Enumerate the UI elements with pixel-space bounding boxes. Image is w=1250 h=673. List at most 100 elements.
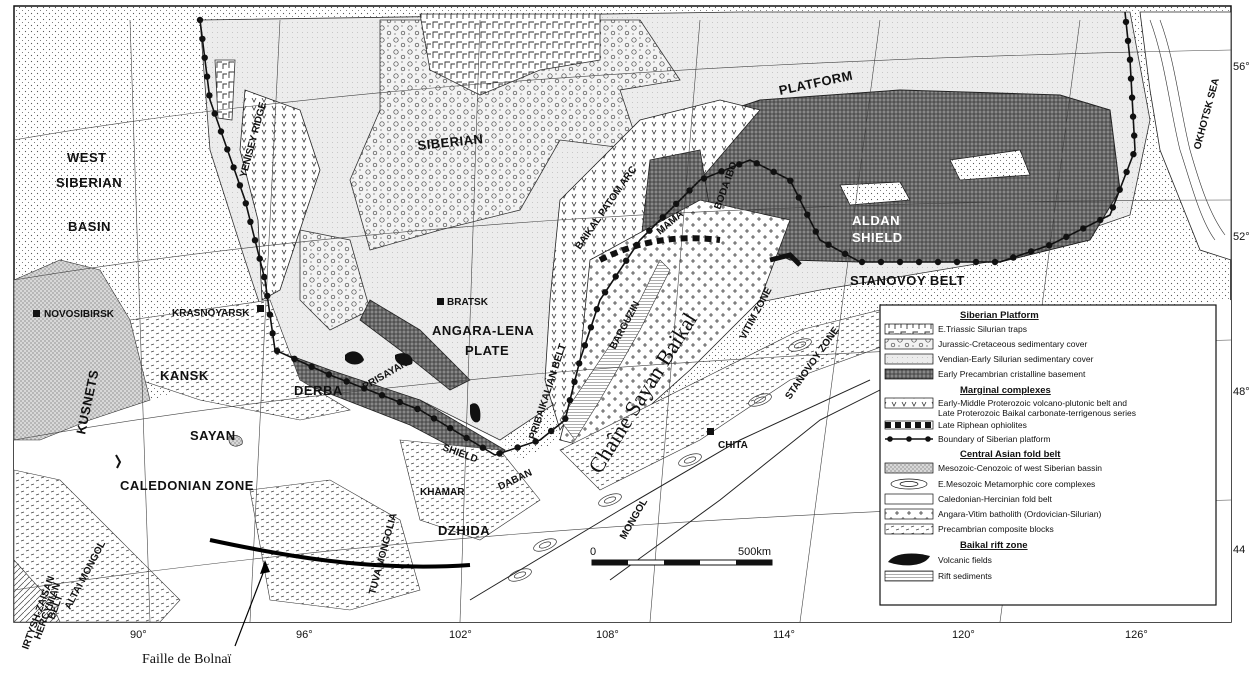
boundary-dot [896,258,904,266]
label-krasnoyarsk: KRASNOYARSK [172,308,250,319]
lon-tick: 114° [773,629,795,641]
boundary-dot [230,164,237,171]
legend-swatch [884,570,934,582]
volcanic-field [115,454,122,469]
boundary-dot [1046,242,1053,249]
boundary-dot [1122,18,1130,26]
boundary-dot [264,292,271,299]
boundary-dot [1127,75,1135,82]
boundary-dot [266,311,274,318]
boundary-dot [804,211,811,218]
metamorphic-core-complexes [508,338,812,582]
kansk-zone [129,299,351,421]
legend-item: E.Triassic Silurian traps [938,324,1027,334]
legend-swatch [884,353,934,365]
boundary-dot [593,306,601,313]
lon-tick: 90° [130,629,147,641]
boundary-dot [414,405,421,413]
legend-title-siberian: Siberian Platform [960,310,1039,321]
boundary-dot [795,194,802,201]
boundary-dot [463,434,470,442]
boundary-dot [787,177,794,184]
boundary-dot [211,110,218,117]
boundary-dot [378,392,386,399]
boundary-dot [587,324,595,331]
ophiolite-belt [598,235,721,263]
boundary-dot [812,228,819,235]
yenisey-ridge-belt [239,89,321,301]
boundary-dot [1097,216,1104,224]
platform-boundary [199,11,1136,456]
label-aldan: ALDAN [852,213,900,228]
volcanic-field [470,403,481,423]
legend-box [879,304,1217,606]
boundary-dot [972,258,980,266]
boundary-dot [991,258,999,266]
triassic-traps [419,13,601,96]
boundary-dot [548,427,555,435]
volcanic-field [345,351,364,365]
legend-item: Early Precambrian cristalline basement [938,369,1086,379]
label-chita: CHITA [718,440,748,451]
boundary-dot [659,214,666,221]
legend-swatch [884,462,934,474]
boundary-dot [581,342,589,349]
longitude-ticks: 90° 96° 102° 108° 114° 120° 126° [130,629,1148,641]
boundary-dot [566,397,574,404]
label-novosibirsk: NOVOSIBIRSK [44,309,115,320]
boundary-dot [1129,113,1137,120]
boundary-dot [1116,186,1123,193]
lat-tick: 48° [1233,386,1250,398]
boundary-dot [686,187,693,194]
lon-tick: 108° [596,629,619,641]
boundary-dot [308,363,315,370]
boundary-dot [825,241,832,248]
baikal-rift-sediments [559,259,671,441]
boundary-dot [242,200,249,207]
boundary-dot [841,250,849,257]
boundary-dot [325,371,333,378]
boundary-dot [291,355,298,362]
legend-swatch-volcanic [888,553,930,566]
city-marker-bratsk [437,298,444,305]
volcanic-field [228,435,243,447]
legend-item: Early-Middle Proterozoic volcano-plutoni… [938,398,1127,408]
boundary-dot [496,450,503,457]
kusnets-basin [13,259,151,441]
boundary-dot [343,378,350,385]
boundary-dot [601,289,609,296]
legend-item: Caledonian-Hercinian fold belt [938,494,1053,504]
boundary-dot [247,218,254,225]
boundary-dot [196,16,204,24]
boundary-dot [673,200,680,207]
label-khamar: KHAMAR [420,487,465,498]
boundary-dot [251,237,259,244]
jurassic-cretaceous-patch [299,229,371,331]
label-derba: DERBA [294,383,343,398]
boundary-dot [261,273,268,281]
label-siberian-platform: SIBERIAN [417,131,484,153]
label-shield-aldan: SHIELD [852,230,903,245]
legend-item: Volcanic fields [938,555,992,565]
label-bratsk: BRATSK [447,297,489,308]
scale-bar: 0 500km [590,546,773,566]
label-sayan: SAYAN [190,428,236,443]
boundary-dot [1128,94,1136,101]
boundary-dot [206,92,213,99]
lon-tick: 96° [296,629,313,641]
tuva-zone [249,479,421,611]
boundary-dot [736,161,743,168]
lon-tick: 126° [1125,629,1148,641]
boundary-dot [203,73,211,80]
legend-title-central: Central Asian fold belt [960,449,1061,460]
boundary-dot [877,258,885,266]
boundary-dot [718,168,725,175]
boundary-dot [1123,168,1130,176]
boundary-dot [273,347,281,355]
city-marker-krasnoyarsk [257,305,264,312]
lon-tick: 120° [952,629,975,641]
legend-swatch [884,493,934,505]
boundary-dot [1063,233,1070,241]
legend-swatch [884,523,934,535]
